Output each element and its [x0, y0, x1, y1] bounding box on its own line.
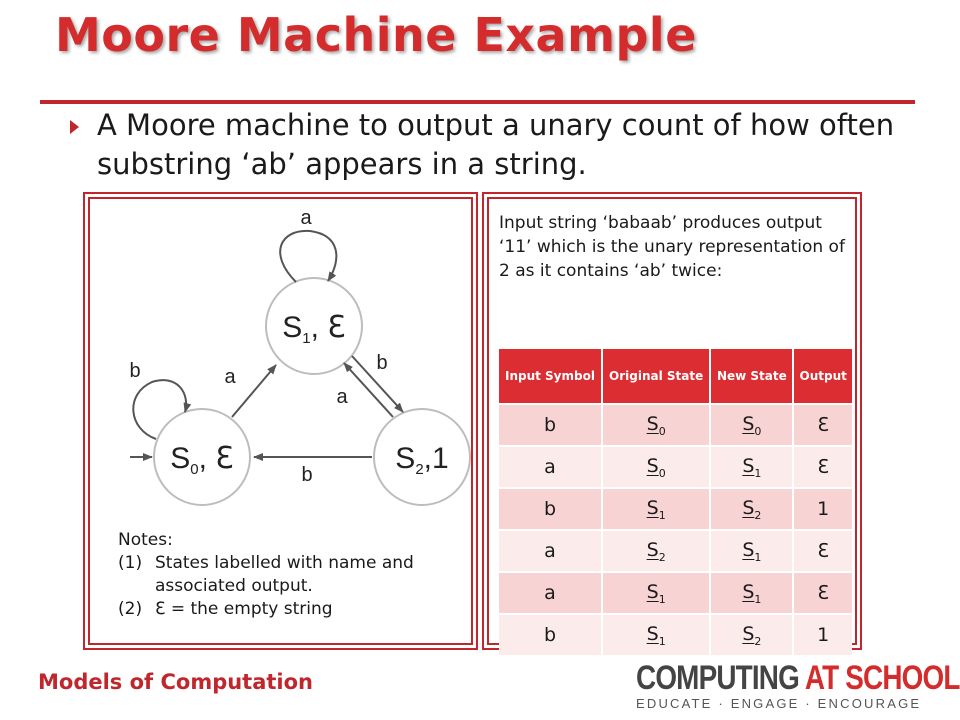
table-row: a S2 S1 ℇ: [499, 529, 852, 572]
cell-output: 1: [793, 613, 852, 655]
note-item: (2) ℇ = the empty string: [118, 598, 468, 621]
cell-original-state: S0: [601, 403, 712, 446]
header-input-symbol: Input Symbol: [499, 349, 603, 404]
cell-new-state: S2: [710, 487, 795, 530]
footer-course-name: Models of Computation: [38, 670, 314, 694]
notes: Notes: (1) States labelled with name and…: [118, 529, 468, 621]
edge-label-s2-to-s1: a: [336, 386, 348, 408]
edge-s0-to-s1: [231, 364, 277, 418]
logo-tagline: EDUCATE · ENGAGE · ENCOURAGE: [636, 696, 922, 711]
state-s2-label: S2,1: [395, 442, 448, 478]
bullet-arrow-icon: [70, 120, 79, 134]
edge-label-s0-loop: b: [129, 360, 140, 382]
table-row: a S0 S1 ℇ: [499, 445, 852, 488]
edge-s1-to-s2: [351, 355, 404, 413]
slide-title: Moore Machine Example: [55, 8, 697, 62]
cell-original-state: S0: [601, 445, 712, 488]
edge-label-s2-to-s0: b: [301, 464, 312, 486]
cell-output: ℇ: [793, 529, 852, 572]
notes-heading: Notes:: [118, 530, 173, 550]
note-item: (1) States labelled with name and associ…: [118, 552, 468, 598]
cell-new-state: S1: [710, 529, 795, 572]
cell-new-state: S1: [710, 445, 795, 488]
header-original-state: Original State: [601, 349, 712, 404]
table-panel: Input string ‘babaab’ produces output ‘1…: [487, 197, 857, 655]
cell-original-state: S1: [601, 571, 712, 614]
cell-input: a: [499, 445, 603, 488]
s1-self-loop: [279, 229, 338, 283]
header-output: Output: [793, 349, 852, 404]
table-row: b S1 S2 1: [499, 487, 852, 530]
table-header-row: Input Symbol Original State New State Ou…: [499, 349, 852, 404]
cell-input: b: [499, 487, 603, 530]
state-s0-label: S0, ℇ: [170, 442, 233, 478]
computing-at-school-logo: COMPUTING AT SCHOOL EDUCATE · ENGAGE · E…: [636, 659, 960, 711]
cell-input: b: [499, 613, 603, 655]
transition-table: Input Symbol Original State New State Ou…: [499, 349, 852, 655]
note-text: ℇ = the empty string: [155, 599, 333, 619]
cell-original-state: S2: [601, 529, 712, 572]
title-divider: [40, 100, 915, 104]
cell-new-state: S1: [710, 571, 795, 614]
note-text: States labelled with name and associated…: [155, 553, 414, 596]
table-row: b S0 S0 ℇ: [499, 403, 852, 446]
cell-new-state: S0: [710, 403, 795, 446]
state-s1-circle: [265, 277, 363, 375]
cell-output: ℇ: [793, 571, 852, 614]
cell-input: a: [499, 529, 603, 572]
state-diagram: S1, ℇ S0, ℇ S2,1 a b a b a b: [129, 207, 471, 506]
cell-original-state: S1: [601, 613, 712, 655]
diagram-panel: S1, ℇ S0, ℇ S2,1 a b a b a b Notes: (1) …: [88, 197, 473, 645]
logo-word-at-school: AT SCHOOL: [804, 659, 960, 697]
cell-original-state: S1: [601, 487, 712, 530]
table-row: b S1 S2 1: [499, 613, 852, 655]
state-s0-circle: [153, 408, 251, 506]
cell-input: a: [499, 571, 603, 614]
state-s1-label: S1, ℇ: [282, 311, 345, 347]
cell-output: ℇ: [793, 403, 852, 446]
edge-label-s1-loop: a: [300, 207, 312, 229]
state-s2-circle: [373, 408, 471, 506]
edge-s2-to-s1: [343, 362, 394, 418]
table-row: a S1 S1 ℇ: [499, 571, 852, 614]
note-number: (1): [118, 553, 143, 573]
cell-output: ℇ: [793, 445, 852, 488]
edge-label-s0-to-s1: a: [224, 366, 236, 388]
bullet-text: A Moore machine to output a unary count …: [97, 108, 895, 181]
cell-input: b: [499, 403, 603, 446]
header-new-state: New State: [710, 349, 795, 404]
logo-wordmark: COMPUTING AT SCHOOL: [636, 659, 960, 697]
s0-self-loop: [132, 379, 192, 440]
cell-output: 1: [793, 487, 852, 530]
logo-word-computing: COMPUTING: [636, 659, 800, 697]
edge-label-s1-to-s2: b: [376, 352, 387, 374]
example-description: Input string ‘babaab’ produces output ‘1…: [499, 213, 845, 281]
cell-new-state: S2: [710, 613, 795, 655]
note-number: (2): [118, 599, 143, 619]
